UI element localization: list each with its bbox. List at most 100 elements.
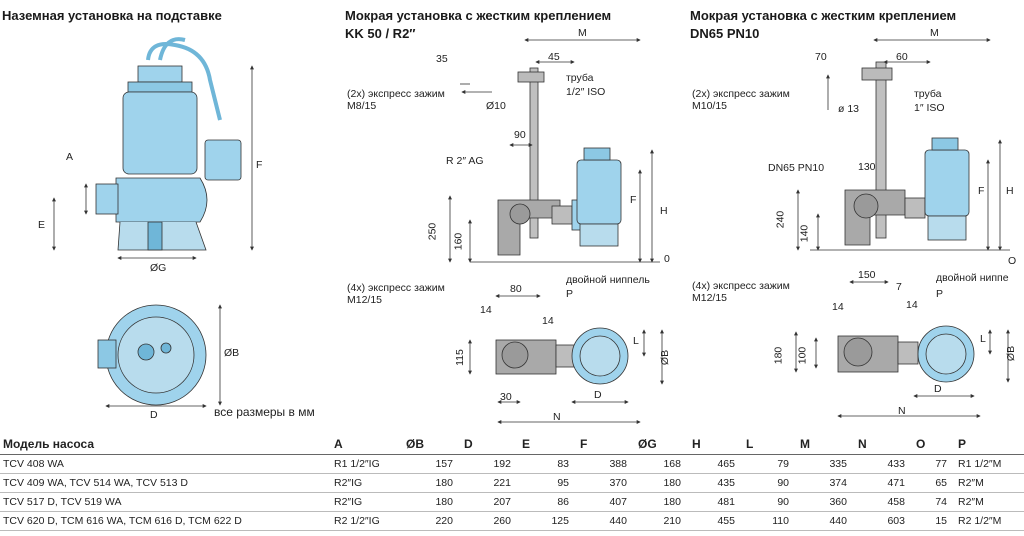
dn-P: P [936,288,944,300]
dn-pipe: труба [914,88,942,100]
col-D: D [461,434,519,455]
heading-wet-kk: Мокрая установка с жестким креплением [345,8,612,23]
kk-dim-45: 45 [548,51,560,63]
dn-dim-D: D [934,383,942,395]
dn-dim-140: 140 [798,224,811,243]
kk-clamp-top-size: M8/15 [347,100,377,112]
model-cell: TCV 620 D, TCM 616 WA, TCM 616 D, TCM 62… [0,511,331,531]
col-model: Модель насоса [0,434,331,455]
dn-dim-14a: 14 [832,301,844,313]
value-cell: 168 [635,454,689,474]
dn-clamp-top-size: M10/15 [692,100,728,112]
value-cell: 90 [743,473,797,493]
value-cell: 180 [635,492,689,512]
dn-dim-M: M [930,27,939,39]
value-cell: 210 [635,511,689,531]
value-cell: 74 [913,492,955,512]
dn-dim-L: L [980,333,986,345]
value-cell: 95 [519,473,577,493]
units-note: все размеры в мм [214,405,315,419]
dim-F-label: F [256,159,263,171]
col-L: L [743,434,797,455]
dn-dim-70: 70 [815,51,827,63]
kk-top-view [468,294,664,424]
value-cell: 388 [577,454,635,474]
value-cell: 471 [855,473,913,493]
value-cell: 407 [577,492,635,512]
dn-dim-N: N [898,405,906,417]
kk-P: P [566,288,574,300]
kk-side-view [448,38,660,263]
table-header-row: Модель насоса A ØB D E F ØG H L M N O P [0,434,1024,455]
dim-B-label: ØB [224,347,240,359]
kk-pipe: труба [566,72,594,84]
dn-dim-130: 130 [858,161,876,173]
col-G: ØG [635,434,689,455]
dn-dim-180: 180 [772,346,785,365]
dn-nipple: двойной ниппе [936,272,1009,284]
value-cell: 360 [797,492,855,512]
col-E: E [519,434,577,455]
value-cell: 110 [743,511,797,531]
col-B: ØB [403,434,461,455]
dim-E-label: E [38,219,46,231]
dn-dim-B: ØB [1005,345,1018,362]
value-cell: 221 [461,473,519,493]
dn-clamp-top: (2x) экспресс зажим [692,88,790,100]
value-cell: 180 [403,473,461,493]
dn-dim-H: H [1006,185,1014,197]
value-cell: 440 [797,511,855,531]
kk-dim-O: 0 [664,253,670,265]
kk-dim-H: H [660,205,668,217]
col-H: H [689,434,743,455]
kk-dim-160: 160 [452,232,465,251]
kk-dim-115: 115 [453,349,466,366]
value-cell: 220 [403,511,461,531]
value-cell: 440 [577,511,635,531]
dim-G-label: ØG [150,262,167,274]
value-cell: 77 [913,454,955,474]
value-cell: 207 [461,492,519,512]
kk-r2ag: R 2″ AG [446,155,484,167]
value-cell: 374 [797,473,855,493]
heading-wet-dn: Мокрая установка с жестким креплением [690,8,957,23]
dn-dim-O: O [1008,255,1017,267]
value-cell: 370 [577,473,635,493]
surface-pump-top-view [97,304,222,408]
value-cell: 260 [461,511,519,531]
heading-wet-dn-sub: DN65 PN10 [690,26,760,41]
kk-dim-F: F [630,194,637,206]
kk-dim-30: 30 [500,391,512,403]
value-cell: 79 [743,454,797,474]
value-cell: R2 1/2″IG [331,511,403,531]
value-cell: 180 [635,473,689,493]
value-cell: R2″M [955,473,1024,493]
col-N: N [855,434,913,455]
value-cell: 83 [519,454,577,474]
surface-pump-side-view [52,37,254,260]
col-P: P [955,434,1024,455]
value-cell: 335 [797,454,855,474]
heading-surface-install: Наземная установка на подставке [2,8,222,23]
kk-dim-L: L [633,335,639,347]
dim-A-label: A [66,151,74,163]
dim-D-label: D [150,409,158,421]
value-cell: 65 [913,473,955,493]
value-cell: 603 [855,511,913,531]
technical-drawing [52,37,1010,424]
dn-top-view [794,280,1010,418]
col-O: O [913,434,955,455]
heading-wet-kk-sub: KK 50 / R2″ [345,26,416,41]
value-cell: 180 [403,492,461,512]
col-M: M [797,434,855,455]
value-cell: 465 [689,454,743,474]
kk-pipe-size: 1/2″ ISO [566,86,606,98]
col-F: F [577,434,635,455]
table-row: TCV 620 D, TCM 616 WA, TCM 616 D, TCM 62… [0,511,1024,531]
kk-dim-90: 90 [514,129,526,141]
kk-dim-d10: Ø10 [486,100,506,112]
value-cell: 157 [403,454,461,474]
kk-clamp-bot-size: M12/15 [347,294,383,306]
